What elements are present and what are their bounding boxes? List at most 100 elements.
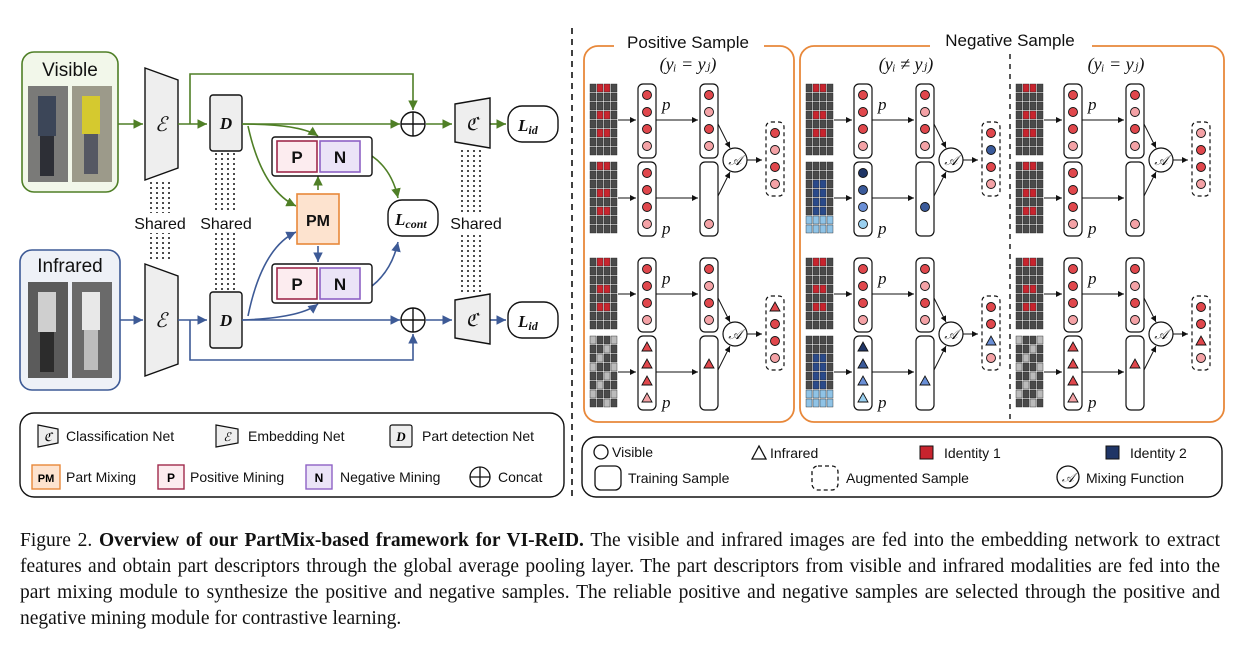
- part-descriptor: [1068, 124, 1078, 134]
- svg-text:𝒜: 𝒜: [728, 328, 745, 343]
- part-descriptor: [704, 141, 714, 151]
- training-sample: [637, 335, 657, 411]
- part-descriptor: [642, 264, 652, 274]
- shared-label-3: Shared: [450, 216, 502, 233]
- pj-label: p: [661, 393, 671, 412]
- caption-body: The visible and infrared images are fed …: [20, 530, 1221, 629]
- part-mixing-box: [296, 193, 340, 245]
- part-descriptor: [642, 281, 652, 291]
- part-descriptor: [769, 301, 781, 312]
- legend-training: Training Sample: [628, 470, 730, 486]
- legend-identity2: Identity 2: [1130, 445, 1187, 461]
- visible-label: Visible: [42, 60, 98, 81]
- part-descriptor: [770, 179, 780, 189]
- infrared-label: Infrared: [37, 256, 102, 277]
- pi-label: p: [877, 269, 887, 288]
- training-sample: [699, 257, 719, 333]
- legend-positive-mining: Positive Mining: [190, 469, 284, 485]
- infrared-person-images: [28, 282, 112, 378]
- feature-map-grid: [589, 335, 618, 408]
- pi-label: p: [661, 95, 671, 114]
- feature-map-grid: [589, 257, 618, 330]
- training-sample: [1125, 161, 1145, 237]
- pj-label: p: [661, 219, 671, 238]
- part-descriptor: [858, 315, 868, 325]
- encoder-bottom: [144, 263, 179, 377]
- figure-caption: Figure 2. Overview of our PartMix-based …: [20, 528, 1220, 632]
- part-detector-bottom-label: D: [219, 311, 232, 330]
- part-descriptor: [641, 358, 653, 369]
- part-descriptor: [642, 219, 652, 229]
- part-descriptor: [770, 128, 780, 138]
- part-detector-top-label: D: [219, 114, 232, 133]
- part-descriptor: [858, 281, 868, 291]
- shared-label-2: Shared: [200, 216, 252, 233]
- feature-map-grid: [1015, 161, 1044, 234]
- mining-box-bottom: P N: [271, 263, 373, 304]
- part-descriptor: [1068, 107, 1078, 117]
- augmented-sample: [981, 121, 1001, 197]
- legend-classifier-symbol: ℭ: [44, 430, 54, 444]
- legend-embedding: Embedding Net: [248, 428, 345, 444]
- training-sample: [1125, 335, 1145, 411]
- part-descriptor: [770, 336, 780, 346]
- part-descriptor: [641, 375, 653, 386]
- training-sample: [915, 335, 935, 411]
- part-descriptor: [858, 298, 868, 308]
- part-descriptor: [642, 90, 652, 100]
- part-descriptor: [1068, 141, 1078, 151]
- pi-label: p: [661, 269, 671, 288]
- part-descriptor: [858, 202, 868, 212]
- part-descriptor: [1196, 302, 1206, 312]
- part-descriptor: [770, 353, 780, 363]
- lid-top-box: [507, 105, 559, 143]
- part-descriptor: [858, 141, 868, 151]
- part-descriptor: [704, 107, 714, 117]
- part-descriptor: [1130, 264, 1140, 274]
- part-descriptor: [641, 341, 653, 352]
- part-descriptor: [857, 341, 869, 352]
- part-descriptor: [858, 219, 868, 229]
- part-descriptor: [1068, 168, 1078, 178]
- part-descriptor: [1067, 375, 1079, 386]
- lcont-box: [387, 199, 439, 237]
- legend-mixing: Mixing Function: [1086, 470, 1184, 486]
- training-sample: [915, 83, 935, 159]
- part-descriptor: [1129, 358, 1141, 369]
- right-legend: Visible Infrared Identity 1 Identity 2 T…: [581, 436, 1223, 498]
- part-descriptor: [857, 358, 869, 369]
- part-descriptor: [1067, 341, 1079, 352]
- feature-map-grid: [589, 161, 618, 234]
- part-descriptor: [1068, 281, 1078, 291]
- feature-map-grid: [805, 83, 834, 156]
- legend-part-mixing: Part Mixing: [66, 469, 136, 485]
- augmented-sample: [981, 295, 1001, 371]
- augmented-sample: [765, 295, 785, 371]
- part-descriptor: [704, 281, 714, 291]
- positive-sample-cond: (yᵢ = yⱼ): [660, 54, 717, 75]
- part-descriptor: [642, 141, 652, 151]
- part-descriptor: [986, 179, 996, 189]
- training-sample: [699, 83, 719, 159]
- legend-mix-symbol: 𝒜: [1062, 470, 1078, 485]
- augmented-sample: [1191, 121, 1211, 197]
- training-sample: [853, 257, 873, 333]
- part-descriptor: [986, 162, 996, 172]
- training-sample: [1063, 335, 1083, 411]
- training-sample: [637, 83, 657, 159]
- part-descriptor: [1196, 353, 1206, 363]
- part-descriptor: [858, 90, 868, 100]
- legend-visible: Visible: [612, 444, 653, 460]
- concat-top: [400, 111, 426, 137]
- part-descriptor: [1068, 315, 1078, 325]
- training-sample: [1125, 83, 1145, 159]
- lcont-label: Lcont: [394, 210, 427, 231]
- part-mixing-label: PM: [306, 213, 330, 230]
- negative-sample-cond-2: (yᵢ = yⱼ): [1088, 54, 1145, 75]
- part-descriptor: [1195, 335, 1207, 346]
- negative-sample-cond-1: (yᵢ ≠ yⱼ): [879, 54, 933, 75]
- part-descriptor: [703, 358, 715, 369]
- part-descriptor: [920, 281, 930, 291]
- training-sample: [637, 161, 657, 237]
